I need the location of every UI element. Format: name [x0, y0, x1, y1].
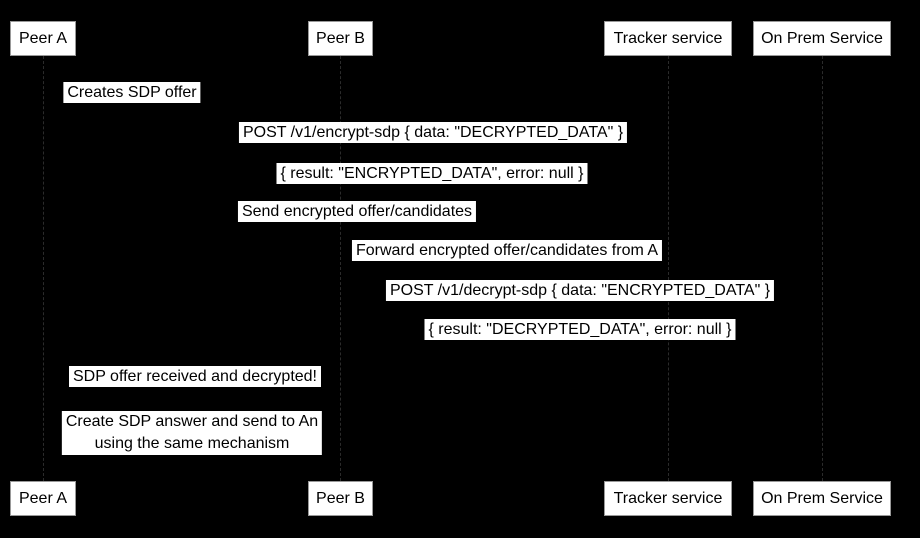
actor-top-peer-a: Peer A — [10, 21, 76, 56]
actor-top-on-prem-service: On Prem Service — [753, 21, 891, 56]
message-send-encrypted-offer: Send encrypted offer/candidates — [237, 201, 477, 222]
lifeline-on-prem-service — [822, 56, 823, 481]
actor-bottom-peer-a: Peer A — [10, 481, 76, 516]
message-creates-sdp-offer: Creates SDP offer — [63, 82, 201, 103]
message-encrypt-result: { result: "ENCRYPTED_DATA", error: null … — [276, 163, 588, 184]
lifeline-peer-b — [340, 56, 341, 481]
actor-bottom-peer-b: Peer B — [308, 481, 373, 516]
actor-bottom-tracker-service: Tracker service — [604, 481, 732, 516]
message-forward-encrypted-offer: Forward encrypted offer/candidates from … — [351, 240, 663, 261]
note-line-1: Create SDP answer and send to An — [65, 413, 319, 430]
note-create-sdp-answer: Create SDP answer and send to An using t… — [61, 411, 323, 455]
actor-bottom-on-prem-service: On Prem Service — [753, 481, 891, 516]
note-line-2: using the same mechanism — [94, 435, 290, 452]
actor-top-peer-b: Peer B — [308, 21, 373, 56]
message-decrypt-result: { result: "DECRYPTED_DATA", error: null … — [424, 319, 736, 340]
message-post-encrypt-sdp: POST /v1/encrypt-sdp { data: "DECRYPTED_… — [238, 122, 628, 143]
lifeline-peer-a — [43, 56, 44, 481]
message-sdp-offer-received: SDP offer received and decrypted! — [69, 366, 321, 387]
actor-top-tracker-service: Tracker service — [604, 21, 732, 56]
message-post-decrypt-sdp: POST /v1/decrypt-sdp { data: "ENCRYPTED_… — [385, 280, 775, 301]
lifeline-tracker-service — [668, 56, 669, 481]
